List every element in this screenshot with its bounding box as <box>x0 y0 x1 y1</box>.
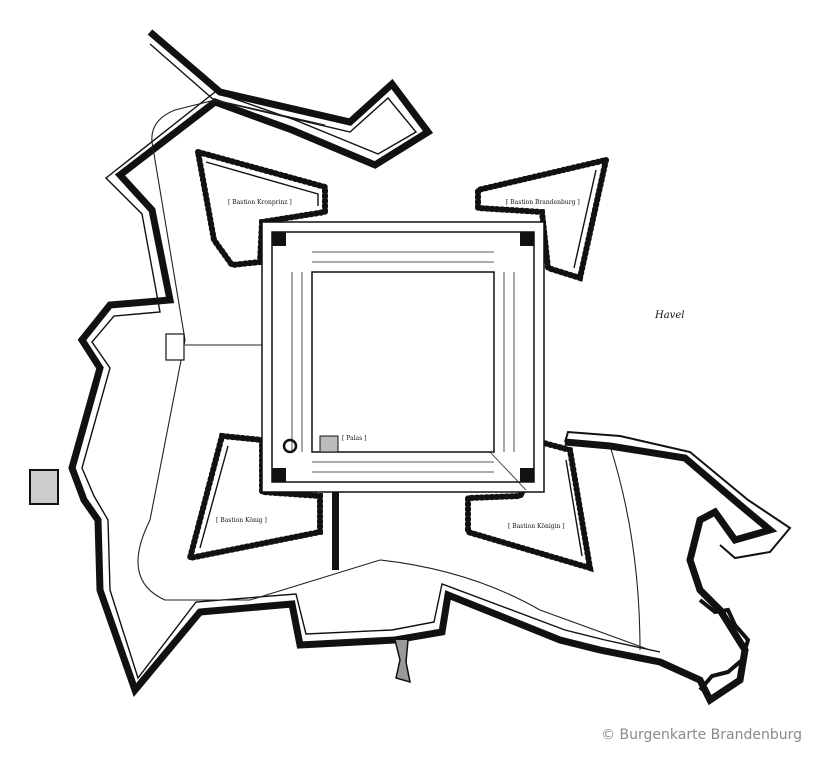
outer-rampart <box>68 29 792 706</box>
label-bastion-kronprinz: [ Bastion Kronprinz ] <box>228 199 292 206</box>
gate-passage <box>332 492 339 570</box>
bastion-top-left <box>194 147 328 269</box>
label-bastion-koenig: [ Bastion König ] <box>216 517 267 524</box>
inner-road <box>137 99 651 651</box>
label-river-havel: Havel <box>654 310 684 321</box>
castle-quadrangle <box>261 221 545 493</box>
label-bastion-koenigin: [ Bastion Königin ] <box>508 523 565 530</box>
outbuilding-west <box>29 333 185 505</box>
label-palas: [ Palas ] <box>342 435 366 442</box>
label-bastion-brandenburg: [ Bastion Brandenburg ] <box>506 199 580 206</box>
bastion-top-right <box>475 155 610 282</box>
copyright-notice: © Burgenkarte Brandenburg <box>601 727 802 743</box>
outbuilding-south <box>394 639 411 684</box>
